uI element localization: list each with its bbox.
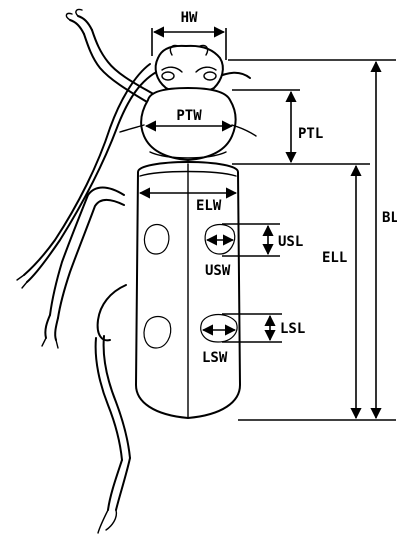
ptl-dimension: PTL	[232, 90, 323, 162]
middle-left-leg	[42, 188, 124, 349]
bl-label: BL	[382, 210, 397, 226]
usw-label: USW	[205, 263, 231, 279]
hind-left-leg	[96, 285, 130, 533]
ptl-label: PTL	[298, 126, 323, 142]
ell-label: ELL	[322, 250, 347, 266]
bl-dimension: BL	[228, 60, 397, 420]
beetle-head	[156, 45, 223, 92]
lsw-label: LSW	[202, 350, 228, 366]
usl-label: USL	[278, 234, 303, 250]
elw-label: ELW	[196, 198, 222, 214]
ell-dimension: ELL	[232, 164, 370, 418]
front-left-leg	[66, 9, 155, 105]
lsl-label: LSL	[280, 321, 305, 337]
ptw-label: PTW	[176, 108, 202, 124]
beetle-elytra	[136, 162, 240, 418]
hw-label: HW	[181, 10, 198, 26]
